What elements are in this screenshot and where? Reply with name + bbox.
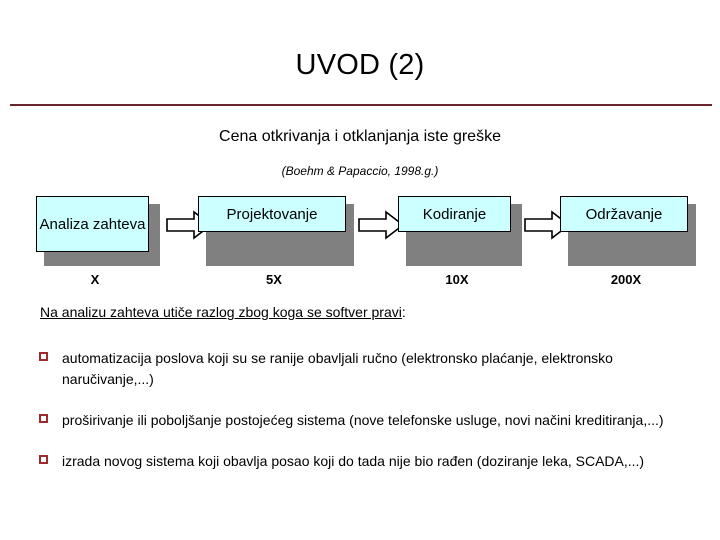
stage-label: Analiza zahteva <box>39 215 146 233</box>
page-title: UVOD (2) <box>295 49 425 81</box>
list-item-text: automatizacija poslova koji su se ranije… <box>62 350 613 387</box>
title-divider <box>10 104 712 106</box>
lead-statement: Na analizu zahteva utiče razlog zbog kog… <box>40 303 406 321</box>
list-item: automatizacija poslova koji su se ranije… <box>36 348 700 390</box>
list-item-text: proširivanje ili poboljšanje postojećeg … <box>62 412 664 428</box>
stage-label: Projektovanje <box>226 205 318 223</box>
hollow-square-bullet-icon <box>39 352 48 361</box>
hollow-square-bullet-icon <box>39 455 48 464</box>
stage-box[interactable]: Održavanje <box>560 196 688 232</box>
stage-box[interactable]: Analiza zahteva <box>36 196 149 252</box>
hollow-square-bullet-icon <box>39 414 48 423</box>
cost-pipeline-diagram: Analiza zahteva X Projektovanje 5X Kodir… <box>0 196 720 296</box>
stage-cost-label: 10X <box>445 272 469 287</box>
stage-label: Kodiranje <box>422 205 487 223</box>
citation-reference: (Boehm & Papaccio, 1998.g.) <box>281 164 439 178</box>
stage-box[interactable]: Kodiranje <box>398 196 511 232</box>
stage-label: Održavanje <box>585 205 663 223</box>
stage-box[interactable]: Projektovanje <box>198 196 346 232</box>
lead-statement-underlined: Na analizu zahteva utiče razlog zbog kog… <box>40 304 402 320</box>
subtitle: Cena otkrivanja i otklanjanja iste grešk… <box>219 128 501 145</box>
lead-statement-suffix: : <box>401 304 406 320</box>
stage-cost-label: 200X <box>610 272 642 287</box>
list-item: izrada novog sistema koji obavlja posao … <box>36 451 700 472</box>
list-item-text: izrada novog sistema koji obavlja posao … <box>62 453 645 469</box>
stage-cost-label: 5X <box>266 272 282 287</box>
right-block-arrow-icon <box>358 210 405 245</box>
list-item: proširivanje ili poboljšanje postojećeg … <box>36 410 700 431</box>
stage-cost-label: X <box>90 272 100 287</box>
bullet-list: automatizacija poslova koji su se ranije… <box>36 348 700 472</box>
